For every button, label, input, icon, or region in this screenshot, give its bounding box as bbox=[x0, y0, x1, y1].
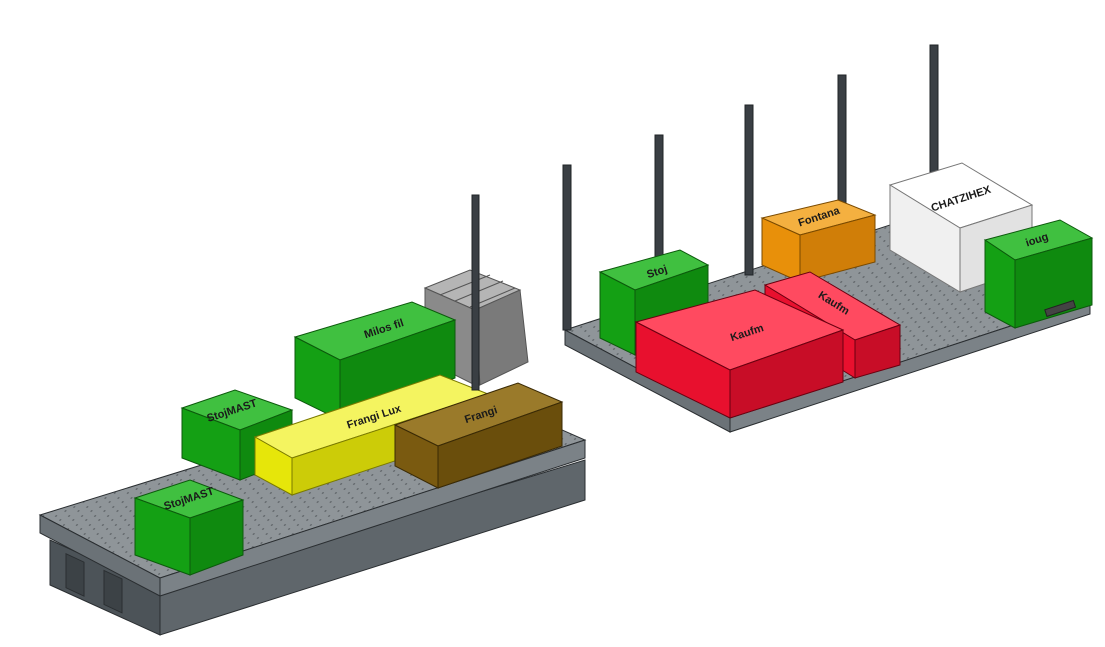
right-bench-post-1 bbox=[562, 164, 572, 331]
left-bench-slot-2 bbox=[103, 569, 123, 614]
right-bench-post-2 bbox=[654, 134, 664, 261]
block-ioug[interactable]: ioug bbox=[983, 219, 1094, 329]
right-bench: Stoj Fontana CHATZIHEX ioug bbox=[562, 44, 1094, 433]
block-stoj[interactable]: Stoj bbox=[598, 249, 710, 356]
left-bench: StojMAST Milos fil Frangi Lux Frangi bbox=[38, 194, 587, 636]
block-frangi[interactable]: Frangi bbox=[393, 382, 564, 489]
ioug-small-part bbox=[1044, 299, 1077, 318]
block-fontana[interactable]: Fontana bbox=[760, 199, 877, 283]
left-bench-post bbox=[471, 194, 480, 391]
block-stojmast-front[interactable]: StojMAST bbox=[133, 479, 245, 576]
right-bench-plate-side-edge bbox=[729, 299, 1091, 433]
right-bench-post-4 bbox=[837, 74, 847, 211]
block-kaufm-large[interactable]: Kaufm bbox=[634, 289, 845, 419]
right-bench-post-3 bbox=[744, 104, 754, 276]
right-bench-post-5 bbox=[929, 44, 939, 176]
block-milos[interactable]: Milos fil bbox=[293, 301, 457, 421]
left-bench-slot-1 bbox=[65, 553, 85, 597]
